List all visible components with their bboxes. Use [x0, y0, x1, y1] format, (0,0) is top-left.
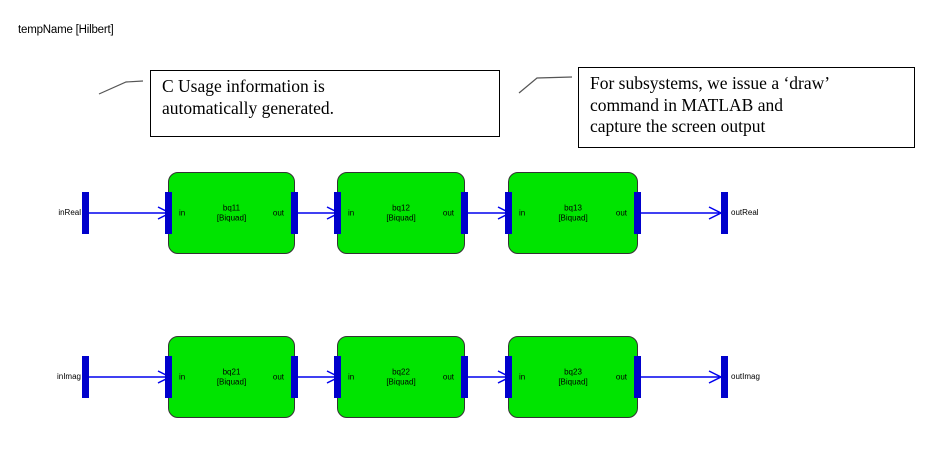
block-name-label: bq21[Biquad] — [216, 367, 247, 387]
annotation-box-usage[interactable]: C Usage information is automatically gen… — [150, 70, 500, 137]
block-port-in-label: in — [348, 372, 355, 382]
signal-wire[interactable] — [297, 206, 341, 220]
subsystem-block-bq22[interactable]: in bq22[Biquad] out — [337, 336, 465, 418]
block-inport-bar[interactable] — [165, 356, 172, 398]
block-port-out-label: out — [615, 208, 627, 218]
signal-wire[interactable] — [641, 370, 723, 384]
outport-bar[interactable] — [721, 192, 728, 234]
block-port-out-label: out — [442, 208, 454, 218]
block-outport-bar[interactable] — [291, 192, 298, 234]
subsystem-block-bq12[interactable]: in bq12[Biquad] out — [337, 172, 465, 254]
block-outport-bar[interactable] — [461, 192, 468, 234]
block-port-out-label: out — [272, 208, 284, 218]
block-name-label: bq22[Biquad] — [386, 367, 416, 387]
subsystem-block-bq21[interactable]: in bq21[Biquad] out — [168, 336, 295, 418]
signal-wire[interactable] — [468, 206, 512, 220]
block-port-out-label: out — [615, 372, 627, 382]
block-inport-bar[interactable] — [334, 192, 341, 234]
subsystem-block-bq13[interactable]: in bq13[Biquad] out — [508, 172, 638, 254]
block-port-out-label: out — [442, 372, 454, 382]
block-inport-bar[interactable] — [165, 192, 172, 234]
block-name-label: bq23[Biquad] — [558, 367, 588, 387]
outport-label: outImag — [731, 372, 760, 381]
signal-wire[interactable] — [641, 206, 723, 220]
subsystem-block-bq23[interactable]: in bq23[Biquad] out — [508, 336, 638, 418]
block-port-in-label: in — [179, 208, 186, 218]
block-inport-bar[interactable] — [505, 192, 512, 234]
signal-wire[interactable] — [89, 370, 172, 384]
block-port-in-label: in — [519, 208, 526, 218]
callout-leader-line — [518, 76, 573, 94]
annotation-text: C Usage information is automatically gen… — [162, 76, 335, 118]
block-port-in-label: in — [519, 372, 526, 382]
signal-wire[interactable] — [297, 370, 341, 384]
block-port-in-label: in — [348, 208, 355, 218]
signal-wire[interactable] — [89, 206, 172, 220]
inport-label: inImag — [56, 372, 81, 381]
subsystem-block-bq11[interactable]: in bq11[Biquad] out — [168, 172, 295, 254]
block-name-label: bq13[Biquad] — [558, 203, 588, 223]
annotation-box-subsystems[interactable]: For subsystems, we issue a ‘draw’ comman… — [578, 67, 915, 148]
block-name-label: bq12[Biquad] — [386, 203, 416, 223]
model-title-label: tempName [Hilbert] — [18, 24, 114, 36]
signal-wire[interactable] — [468, 370, 512, 384]
outport-bar[interactable] — [721, 356, 728, 398]
inport-bar[interactable] — [82, 356, 89, 398]
block-port-out-label: out — [272, 372, 284, 382]
block-port-in-label: in — [179, 372, 186, 382]
block-inport-bar[interactable] — [505, 356, 512, 398]
block-outport-bar[interactable] — [634, 192, 641, 234]
block-outport-bar[interactable] — [291, 356, 298, 398]
inport-label: inReal — [58, 208, 81, 217]
block-outport-bar[interactable] — [461, 356, 468, 398]
annotation-text: For subsystems, we issue a ‘draw’ comman… — [590, 73, 831, 136]
callout-leader-line — [98, 80, 144, 95]
block-outport-bar[interactable] — [634, 356, 641, 398]
outport-label: outReal — [731, 208, 759, 217]
inport-bar[interactable] — [82, 192, 89, 234]
block-inport-bar[interactable] — [334, 356, 341, 398]
block-name-label: bq11[Biquad] — [216, 203, 247, 223]
